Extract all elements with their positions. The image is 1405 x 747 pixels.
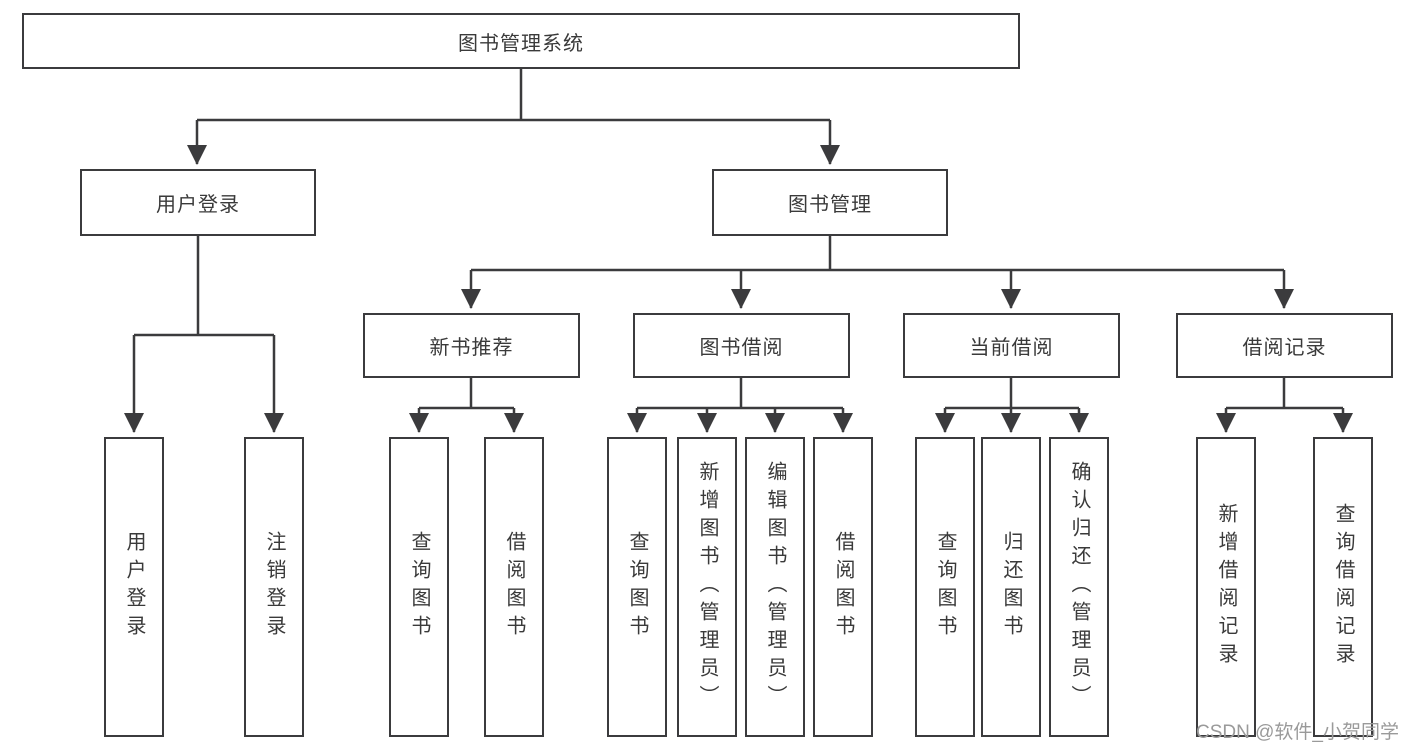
leaf-nbr-query-books: 查询图书 (389, 437, 449, 737)
leaf-bb-edit-books-admin-label: 编辑图书（管理员） (764, 461, 786, 713)
node-user-login: 用户登录 (80, 169, 316, 236)
leaf-user-login-label: 用户登录 (123, 531, 145, 643)
node-new-book-recommend: 新书推荐 (363, 313, 580, 378)
leaf-bb-edit-books-admin: 编辑图书（管理员） (745, 437, 805, 737)
leaf-cb-return-books-label: 归还图书 (1000, 531, 1022, 643)
leaf-bb-query-books: 查询图书 (607, 437, 667, 737)
node-book-management: 图书管理 (712, 169, 948, 236)
leaf-cb-query-books: 查询图书 (915, 437, 975, 737)
leaf-logout: 注销登录 (244, 437, 304, 737)
leaf-cb-confirm-return-admin: 确认归还（管理员） (1049, 437, 1109, 737)
leaf-logout-label: 注销登录 (263, 531, 285, 643)
leaf-bb-add-books-admin-label: 新增图书（管理员） (696, 461, 718, 713)
leaf-cb-query-books-label: 查询图书 (934, 531, 956, 643)
node-borrow-records: 借阅记录 (1176, 313, 1393, 378)
csdn-watermark: CSDN @软件_小贺同学 (1196, 722, 1399, 743)
leaf-bb-borrow-books-label: 借阅图书 (832, 531, 854, 643)
leaf-user-login: 用户登录 (104, 437, 164, 737)
leaf-br-add-record: 新增借阅记录 (1196, 437, 1256, 737)
node-current-borrow: 当前借阅 (903, 313, 1120, 378)
leaf-bb-query-books-label: 查询图书 (626, 531, 648, 643)
node-book-borrow: 图书借阅 (633, 313, 850, 378)
leaf-bb-borrow-books: 借阅图书 (813, 437, 873, 737)
leaf-br-query-record: 查询借阅记录 (1313, 437, 1373, 737)
leaf-br-query-record-label: 查询借阅记录 (1332, 503, 1354, 671)
node-root-system: 图书管理系统 (22, 13, 1020, 69)
leaf-br-add-record-label: 新增借阅记录 (1215, 503, 1237, 671)
leaf-nbr-query-books-label: 查询图书 (408, 531, 430, 643)
leaf-nbr-borrow-books: 借阅图书 (484, 437, 544, 737)
leaf-nbr-borrow-books-label: 借阅图书 (503, 531, 525, 643)
leaf-bb-add-books-admin: 新增图书（管理员） (677, 437, 737, 737)
leaf-cb-confirm-return-admin-label: 确认归还（管理员） (1068, 461, 1090, 713)
leaf-cb-return-books: 归还图书 (981, 437, 1041, 737)
